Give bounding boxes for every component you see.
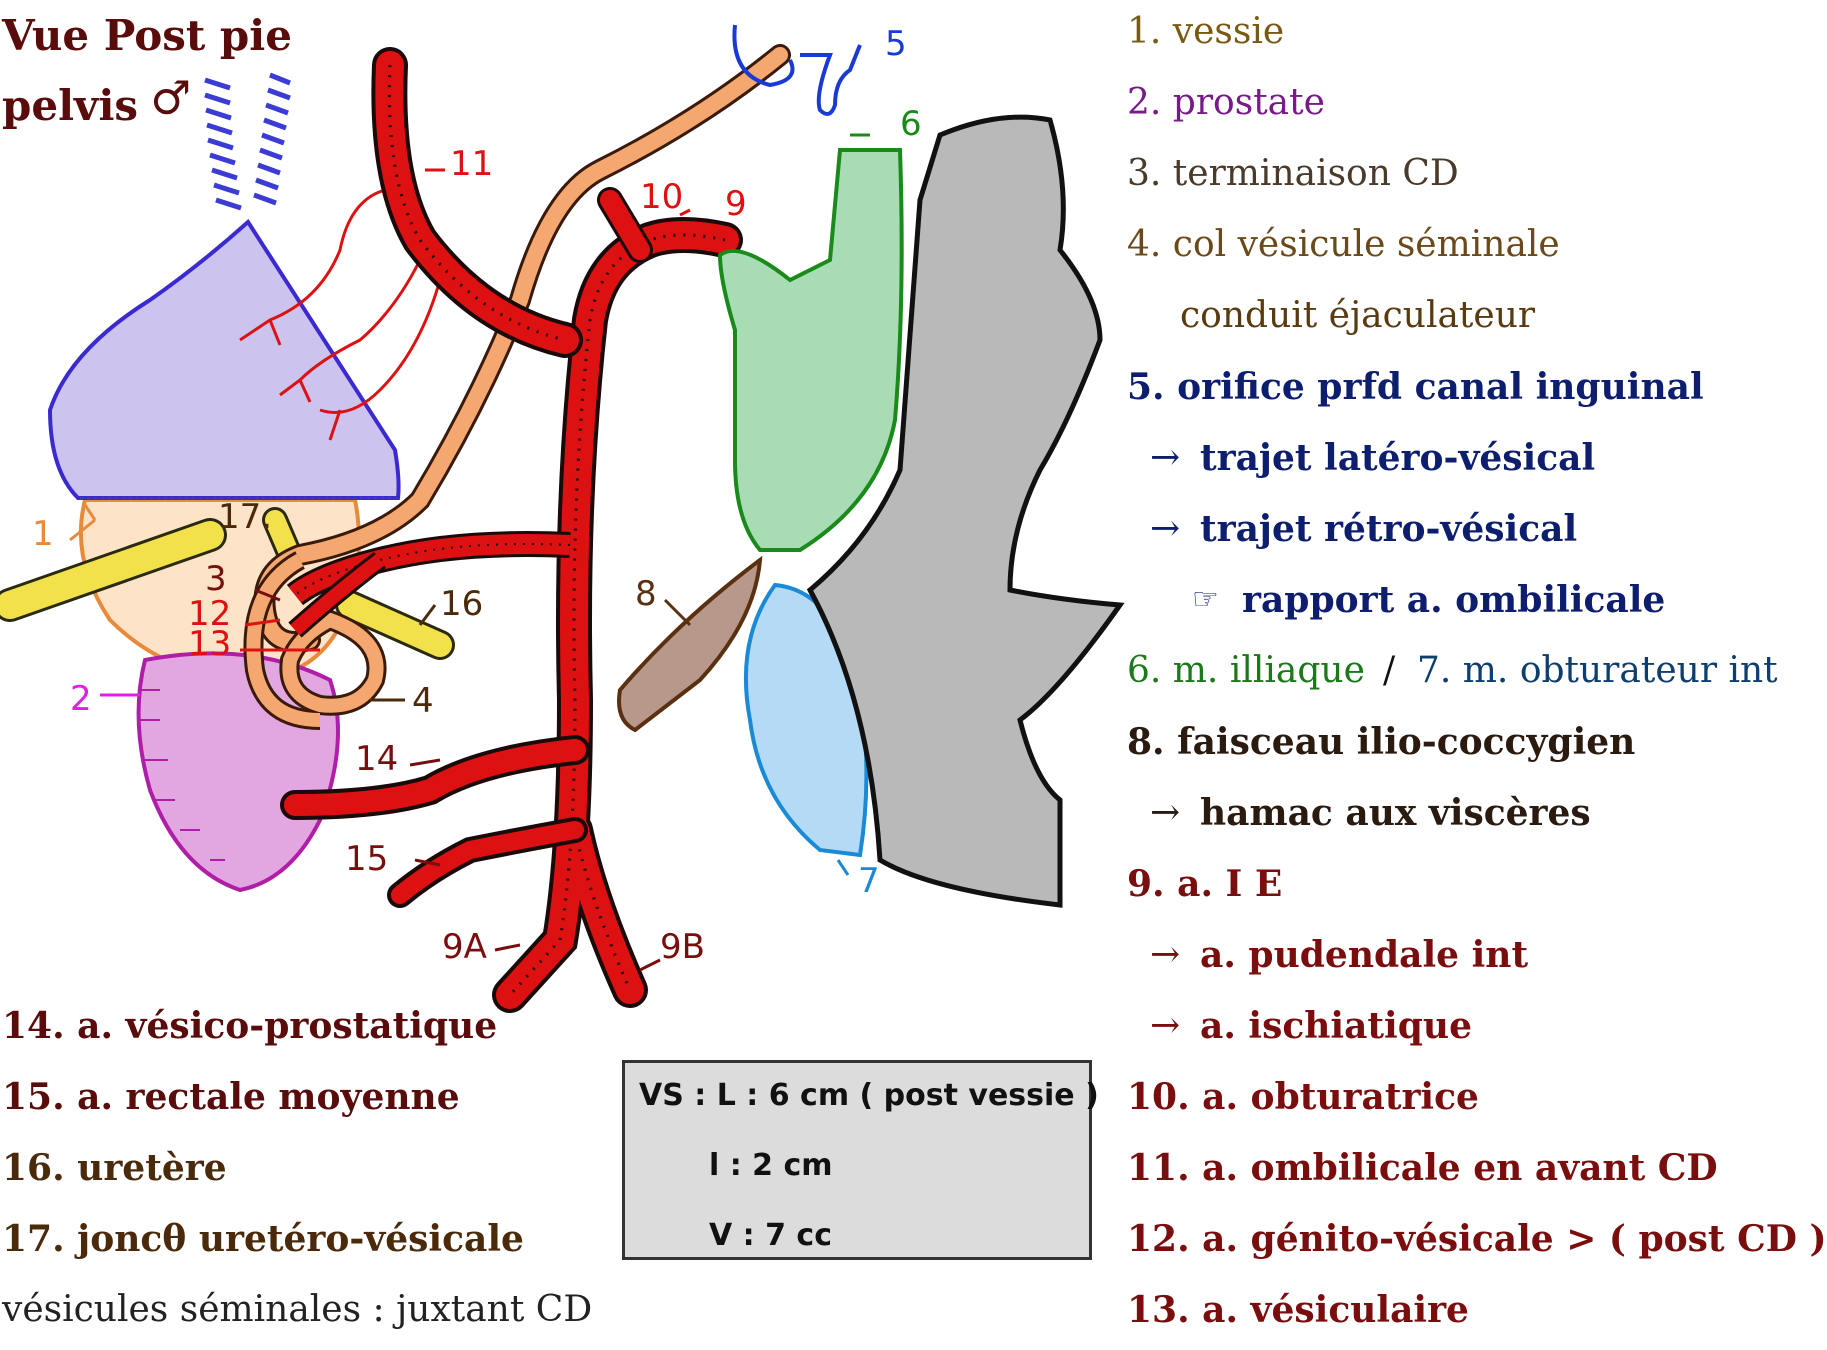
label-2: 2 [70, 679, 92, 719]
diagram-title-line1: Vue Post pie [2, 11, 292, 60]
male-symbol-icon: ♂ [150, 71, 192, 125]
label-12: 12 [188, 594, 231, 634]
label-1: 1 [32, 514, 54, 554]
legend-8a: hamac aux viscères [1200, 792, 1591, 834]
legend-17: 17. joncθ uretéro-vésicale [2, 1218, 524, 1260]
seminal-vesicle-dimensions-box: VS : L : 6 cm ( post vessie ) l : 2 cm V… [622, 1060, 1099, 1260]
label-3: 3 [205, 559, 227, 599]
label-9b: 9B [660, 927, 705, 967]
label-16: 16 [440, 584, 483, 624]
legend-16: 16. uretère [2, 1147, 227, 1189]
inguinal-orifice [732, 24, 862, 116]
label-9: 9 [725, 184, 747, 224]
legend-9b: a. ischiatique [1200, 1005, 1472, 1047]
legend-1: 1. vessie [1127, 11, 1285, 52]
legend-seminal-vesicles: vésicules séminales : juxtant CD [2, 1289, 593, 1330]
legend-5c: rapport a. ombilicale [1242, 579, 1666, 621]
label-5: 5 [885, 24, 907, 64]
legend-4b: conduit éjaculateur [1180, 295, 1536, 336]
label-4: 4 [412, 681, 434, 721]
legend-6: 6. m. illiaque [1127, 650, 1365, 691]
infobox-line2: l : 2 cm [709, 1148, 833, 1183]
legend-4: 4. col vésicule séminale [1127, 224, 1560, 265]
diagram-title-line2: pelvis [2, 81, 139, 130]
label-13: 13 [188, 624, 231, 664]
legend-9: 9. a. I E [1127, 863, 1283, 905]
peritoneum-hatch [204, 72, 291, 211]
iliacus-muscle [717, 148, 904, 552]
label-6: 6 [900, 104, 922, 144]
legend-8: 8. faisceau ilio-coccygien [1127, 721, 1636, 763]
right-arrow-icon: → [1150, 1005, 1181, 1046]
legend-14: 14. a. vésico-prostatique [2, 1005, 498, 1047]
bladder-vessels [239, 188, 442, 441]
legend-11: 11. a. ombilicale en avant CD [1127, 1147, 1718, 1189]
legend-5a: trajet latéro-vésical [1200, 437, 1596, 479]
legend-2: 2. prostate [1127, 82, 1325, 123]
label-15: 15 [345, 839, 388, 879]
legend-7: 7. m. obturateur int [1417, 650, 1778, 691]
right-arrow-icon: → [1150, 792, 1181, 833]
bladder-vessie [47, 218, 401, 500]
legend-13: 13. a. vésiculaire [1127, 1289, 1469, 1331]
right-arrow-icon: → [1150, 934, 1181, 975]
right-arrow-icon: → [1150, 437, 1181, 478]
pelvic-bone [806, 114, 1125, 908]
legend-5: 5. orifice prfd canal inguinal [1127, 366, 1704, 408]
infobox-line1: VS : L : 6 cm ( post vessie ) [639, 1078, 1099, 1113]
label-8: 8 [635, 574, 657, 614]
infobox-line3: V : 7 cc [709, 1218, 832, 1253]
label-9a: 9A [442, 927, 487, 967]
label-17: 17. [218, 497, 272, 537]
pointing-hand-icon: ☞ [1192, 582, 1219, 617]
label-10: 10 [640, 177, 683, 217]
legend-15: 15. a. rectale moyenne [2, 1076, 460, 1118]
legend-12: 12. a. génito-vésicale > ( post CD ) [1127, 1218, 1827, 1260]
label-7: 7 [858, 861, 880, 901]
ilio-coccygeus [617, 555, 763, 733]
legend-9a: a. pudendale int [1200, 934, 1529, 976]
right-arrow-icon: → [1150, 508, 1181, 549]
legend-5b: trajet rétro-vésical [1200, 508, 1578, 550]
legend-10: 10. a. obturatrice [1127, 1076, 1479, 1118]
label-14: 14 [355, 739, 398, 779]
legend-slash: / [1383, 650, 1396, 691]
label-11: 11 [450, 144, 493, 184]
legend-3: 3. terminaison CD [1127, 153, 1459, 194]
umbilical-artery [371, 47, 583, 358]
